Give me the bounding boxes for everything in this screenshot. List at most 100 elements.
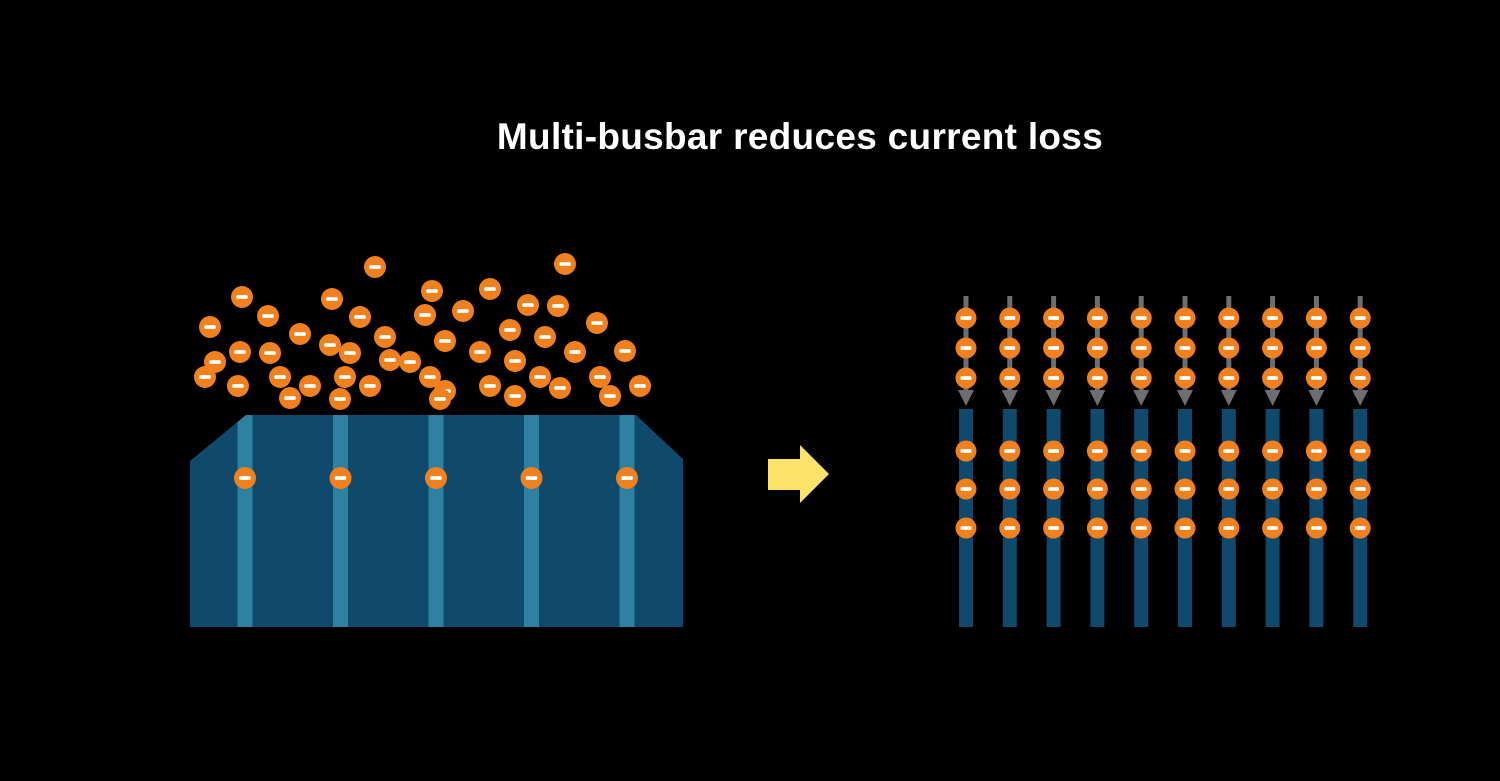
busbar-stripe	[333, 415, 348, 627]
busbar-stripe	[524, 415, 539, 627]
electron-icon	[1086, 440, 1108, 462]
electron-icon	[349, 306, 371, 328]
electron-icon	[517, 294, 539, 316]
electron-icon	[414, 304, 436, 326]
electron-icon	[504, 350, 526, 372]
electron-icon	[269, 366, 291, 388]
electron-icon	[999, 367, 1021, 389]
electron-icon	[1043, 478, 1065, 500]
electron-icon	[429, 388, 451, 410]
electron-icon	[1305, 517, 1327, 539]
electron-icon	[586, 312, 608, 334]
electron-icon	[1349, 478, 1371, 500]
electron-icon	[1218, 367, 1240, 389]
electron-icon	[1174, 517, 1196, 539]
electron-icon	[955, 478, 977, 500]
electron-icon	[329, 388, 351, 410]
electron-icon	[1305, 337, 1327, 359]
electron-icon	[289, 323, 311, 345]
electron-icon	[339, 342, 361, 364]
multibusbar-column	[1043, 296, 1065, 627]
electron-icon	[1130, 367, 1152, 389]
electron-icon	[955, 367, 977, 389]
multibusbar-column	[1174, 296, 1196, 627]
electron-icon	[589, 366, 611, 388]
electron-icon	[229, 341, 251, 363]
electron-icon	[999, 337, 1021, 359]
electron-icon	[955, 517, 977, 539]
electron-icon	[1130, 307, 1152, 329]
electron-icon	[199, 316, 221, 338]
electron-icon	[227, 375, 249, 397]
electron-icon	[194, 366, 216, 388]
electron-icon	[1130, 478, 1152, 500]
electron-icon	[1130, 440, 1152, 462]
electron-icon	[999, 307, 1021, 329]
electron-icon	[421, 280, 443, 302]
electron-icon	[1174, 337, 1196, 359]
multibusbar-column	[1086, 296, 1108, 627]
electron-icon	[999, 478, 1021, 500]
electron-icon	[1262, 440, 1284, 462]
electron-icon	[614, 340, 636, 362]
multibusbar-column	[1305, 296, 1327, 627]
electron-icon	[279, 387, 301, 409]
electron-icon	[1305, 478, 1327, 500]
multibusbar-group	[955, 296, 1371, 627]
electron-icon	[231, 286, 253, 308]
electron-icon	[425, 467, 447, 489]
electron-icon	[1262, 307, 1284, 329]
electron-icon	[1349, 367, 1371, 389]
electron-icon	[1305, 307, 1327, 329]
electron-icon	[257, 305, 279, 327]
electron-icon	[1349, 440, 1371, 462]
electron-icon	[359, 375, 381, 397]
multibusbar-column	[1262, 296, 1284, 627]
electron-icon	[1305, 367, 1327, 389]
electron-icon	[319, 334, 341, 356]
electron-icon	[1174, 307, 1196, 329]
electron-icon	[1305, 440, 1327, 462]
electron-icon	[999, 440, 1021, 462]
busbar-stripe	[237, 415, 253, 627]
electron-icon	[1130, 337, 1152, 359]
electron-icon	[1218, 307, 1240, 329]
electron-icon	[1086, 307, 1108, 329]
electron-icon	[564, 341, 586, 363]
electron-icon	[379, 349, 401, 371]
electron-icon	[364, 256, 386, 278]
electron-icon	[1349, 517, 1371, 539]
electron-icon	[520, 467, 543, 489]
electron-icon	[1174, 478, 1196, 500]
electron-icon	[1086, 517, 1108, 539]
electron-icon	[1043, 307, 1065, 329]
electron-icon	[629, 375, 651, 397]
electron-icon	[1218, 517, 1240, 539]
electron-icon	[259, 342, 281, 364]
electron-icon	[1043, 367, 1065, 389]
multibusbar-column	[1218, 296, 1240, 627]
electron-icon	[1174, 367, 1196, 389]
electron-icon	[529, 366, 551, 388]
electron-icon	[452, 300, 474, 322]
electron-icon	[419, 366, 441, 388]
electron-icon	[1043, 440, 1065, 462]
electron-icon	[1349, 307, 1371, 329]
busbar-stripe	[619, 415, 635, 627]
electron-icon	[1086, 367, 1108, 389]
multibusbar-column	[1130, 296, 1152, 627]
electron-icon	[1218, 440, 1240, 462]
electron-icon	[1218, 337, 1240, 359]
electron-icon	[499, 319, 521, 341]
electron-icon	[479, 278, 501, 300]
scattered-electron-cloud	[194, 253, 651, 410]
electron-icon	[374, 326, 396, 348]
electron-icon	[999, 517, 1021, 539]
electron-icon	[334, 366, 356, 388]
electron-icon	[554, 253, 576, 275]
diagram-title: Multi-busbar reduces current loss	[496, 116, 1104, 157]
electron-icon	[1218, 478, 1240, 500]
multibusbar-column	[1349, 296, 1371, 627]
electron-icon	[1130, 517, 1152, 539]
